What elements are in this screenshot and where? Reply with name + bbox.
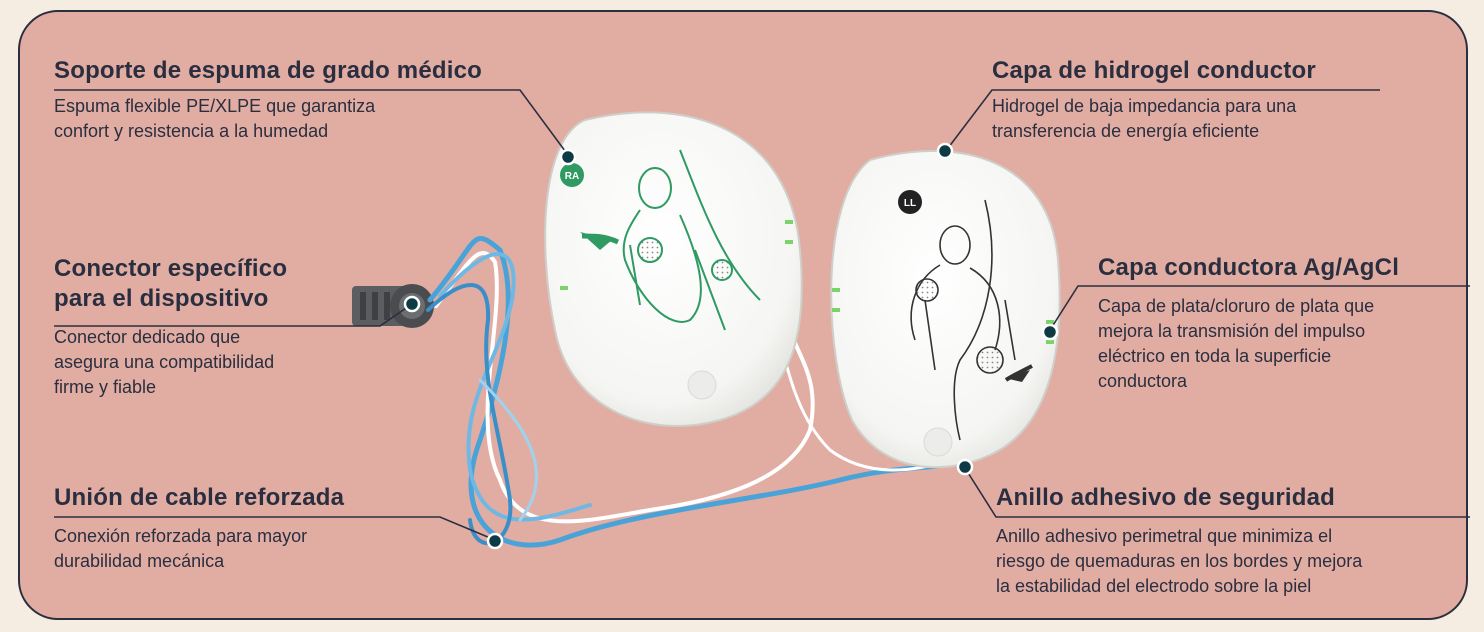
- callout-device-connector: Conector específico para el dispositivo …: [54, 254, 384, 400]
- callout-markers: [403, 142, 1059, 550]
- callout-title: Soporte de espuma de grado médico: [54, 57, 483, 84]
- device-connector: [352, 284, 434, 328]
- marker-agagcl: [1041, 323, 1059, 341]
- callout-foam-support: Soporte de espuma de grado médico Espuma…: [54, 56, 574, 144]
- callout-description: Anillo adhesivo perimetral que minimiza …: [996, 526, 1363, 596]
- callout-description: Conector dedicado que asegura una compat…: [54, 327, 275, 397]
- callout-agagcl-layer: Capa conductora Ag/AgCl Capa de plata/cl…: [1098, 253, 1478, 394]
- callout-hydrogel-layer: Capa de hidrogel conductor Hidrogel de b…: [992, 56, 1432, 144]
- callout-title: Conector específico para el dispositivo: [54, 255, 288, 312]
- cable-bundle: [426, 236, 958, 548]
- callout-title: Unión de cable reforzada: [54, 484, 345, 511]
- callout-description: Hidrogel de baja impedancia para una tra…: [992, 96, 1297, 141]
- marker-connector: [403, 295, 421, 313]
- callout-cable-union: Unión de cable reforzada Conexión reforz…: [54, 483, 474, 574]
- pad-badge-ll: LL: [904, 198, 916, 209]
- marker-hydrogel: [936, 142, 954, 160]
- callout-title: Anillo adhesivo de seguridad: [996, 484, 1335, 511]
- callout-adhesive-ring: Anillo adhesivo de seguridad Anillo adhe…: [996, 483, 1476, 599]
- electrode-pad-left: RA: [544, 111, 803, 427]
- callout-title: Capa de hidrogel conductor: [992, 57, 1316, 84]
- pad-badge-ra: RA: [565, 171, 579, 182]
- marker-ring: [956, 458, 974, 476]
- callout-description: Capa de plata/cloruro de plata que mejor…: [1098, 296, 1375, 391]
- callout-description: Espuma flexible PE/XLPE que garantiza co…: [54, 96, 376, 141]
- marker-foam: [559, 148, 577, 166]
- callout-title: Capa conductora Ag/AgCl: [1098, 254, 1400, 281]
- callout-description: Conexión reforzada para mayor durabilida…: [54, 526, 308, 571]
- marker-union: [486, 532, 504, 550]
- electrode-pad-right: LL: [830, 149, 1061, 469]
- leader-lines: [54, 89, 1470, 541]
